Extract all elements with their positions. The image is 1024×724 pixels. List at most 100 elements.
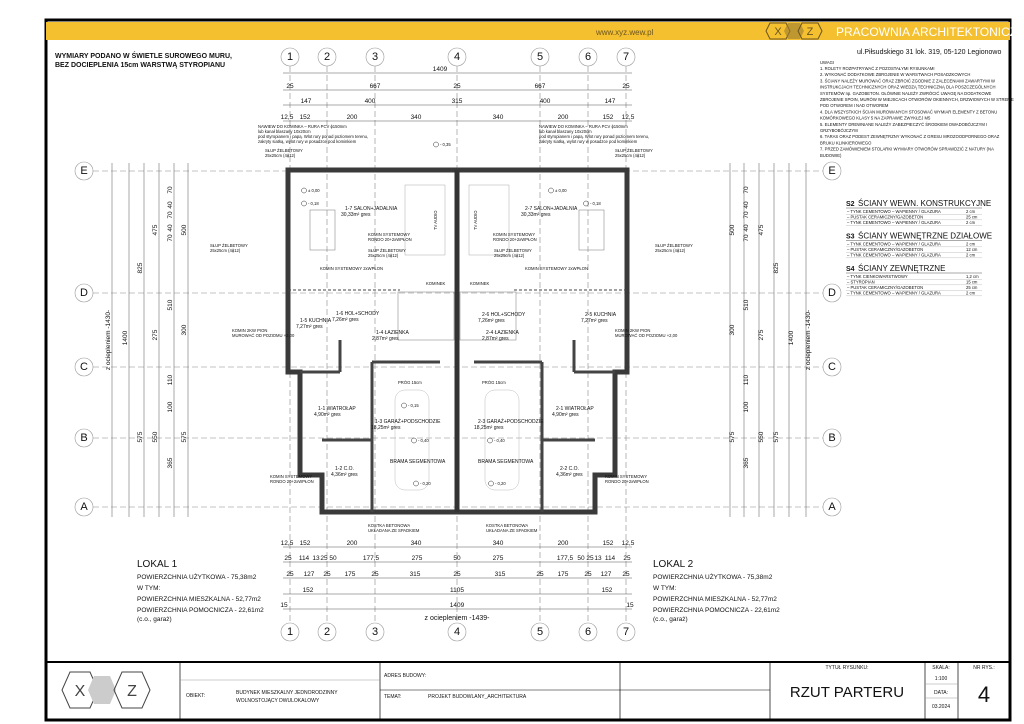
wall-type-title: ŚCIANY ZEWNĘTRZNE xyxy=(858,264,945,273)
dimension-label: 575 xyxy=(137,431,144,442)
level-label: ± 0,00 xyxy=(308,188,320,193)
column-note: 25x25cm (4ϕ12) xyxy=(494,253,525,258)
axis-label-2: 2 xyxy=(324,51,330,63)
sofa xyxy=(468,184,510,256)
dimension-label: 152 xyxy=(602,587,613,594)
room-area: 4,36m² gres xyxy=(331,472,358,478)
dimension-label: 1105 xyxy=(450,587,464,594)
axis-label-3: 3 xyxy=(372,626,378,638)
dimension-label: 25 xyxy=(623,555,631,562)
dimension-label: 25 xyxy=(323,571,331,578)
room-number: 1-7 xyxy=(345,206,352,212)
column-note: 25x25cm (4ϕ12) xyxy=(368,253,399,258)
scale-value: 1:100 xyxy=(935,676,948,682)
room-number: 2-7 xyxy=(525,206,532,212)
chimney-rondo-note: KOMIN SYSTEMOWY xyxy=(270,474,312,479)
axis-label-D: D xyxy=(828,287,836,299)
column-note: 25x25cm (4ϕ12) xyxy=(265,153,296,158)
wall-layer-thickness: 25 cm xyxy=(966,215,978,220)
threshold-label: PRÓG 15cm xyxy=(482,380,506,385)
note-line: SYSTEMÓW np. GAZOBETON. GŁÓWNIE NALEŻY Z… xyxy=(820,91,992,96)
unit-title: LOKAL 2 xyxy=(653,559,694,570)
axis-bubble xyxy=(74,161,94,181)
dimension-label: 500 xyxy=(729,224,736,235)
room-label: 2-1 WIATROŁAP xyxy=(556,406,594,412)
room-area: 18,25m² gres xyxy=(474,425,504,431)
wall-layer-name: – TYNK CEMENTOWO – WAPIENNY / GLAZURA xyxy=(847,209,941,214)
dimension-label: 25 xyxy=(371,571,379,578)
air-inlet-note: lub kanał blaszany 10x20cm xyxy=(258,129,311,134)
room-number: 2-6 xyxy=(482,312,489,318)
wall-layer-thickness: 2 cm xyxy=(966,253,976,258)
note-line: 1. ROLETY ROZPATRYWAĆ Z POZOSTAŁYMI RYSU… xyxy=(820,66,935,71)
dimension-label: 365 xyxy=(167,457,174,468)
dimension-label: 340 xyxy=(493,540,504,547)
chimney-rondo-note: RONDO 20+2xWPŁON xyxy=(368,237,412,242)
room-area: 30,33m² gres xyxy=(521,212,551,218)
room-number: 2-1 xyxy=(556,406,563,412)
annotations: NAWIEW DO KOMINKA – RURA PCV ϕ150mm NAWIE… xyxy=(210,124,693,533)
drawing-title: RZUT PARTERU xyxy=(790,684,904,701)
room-area: 4,90m² gres xyxy=(552,412,579,418)
axis-bubble xyxy=(822,283,842,303)
axis-bubble xyxy=(74,357,94,377)
header-band xyxy=(46,22,1010,40)
room-label: 2-7 SALON+JADALNIA xyxy=(525,206,578,212)
dimension-label: 25 xyxy=(584,571,592,578)
axis-label-A: A xyxy=(80,501,88,513)
header-logo: X Z xyxy=(765,22,823,40)
sofa xyxy=(404,184,446,256)
wall-type-code: S4 xyxy=(846,266,855,273)
air-inlet-note: NAWIEW DO KOMINKA – RURA PCV ϕ150mm xyxy=(539,124,628,129)
notes-title: UWAGI xyxy=(820,60,834,65)
chimney-rondo-note: RONDO 20+2xWPŁON xyxy=(605,479,649,484)
wall-layer-thickness: 2 cm xyxy=(966,291,976,296)
dimension-label: 25 xyxy=(586,555,594,562)
paving-note: UKŁADANA ZE SPADKIEM xyxy=(486,528,538,533)
axis-label-1: 1 xyxy=(287,51,293,63)
axis-bubble xyxy=(822,357,842,377)
column-note: SŁUP ŻELBETOWY xyxy=(210,243,248,248)
dimension-label: 550 xyxy=(758,431,765,442)
level-label: - 0,18 xyxy=(308,201,319,206)
dimension-label: 400 xyxy=(365,98,376,105)
room-number: 2-2 xyxy=(560,466,567,472)
usable-area: POWIERZCHNIA UŻYTKOWA - 75,38m2 xyxy=(653,572,773,581)
dimension-label: 667 xyxy=(535,83,546,90)
chimney-rondo-note: KOMIN SYSTEMOWY xyxy=(368,232,410,237)
dimension-label: 1409 xyxy=(433,66,448,73)
company-name: PRACOWNIA ARCHITEKTONICZNA xyxy=(836,25,1024,39)
room-label: 1-3 GARAŻ+PODSCHODZIE xyxy=(375,418,441,425)
dimension-label: 475 xyxy=(152,224,159,235)
level-label: - 0,15 xyxy=(408,403,419,408)
room-number: 2-5 xyxy=(585,312,592,318)
room-name: WIATROŁAP xyxy=(565,406,595,412)
axis-bubble xyxy=(317,47,337,67)
axis-bubble xyxy=(822,497,842,517)
dimension-label: 575 xyxy=(773,431,780,442)
level-marker-icon xyxy=(413,480,419,487)
axis-label-C: C xyxy=(80,361,88,373)
wall-type-title: ŚCIANY WEWNĘTRZNE DZIAŁOWE xyxy=(858,232,992,241)
dimension-total-insulated: z ociepleniem -1439- xyxy=(425,615,491,622)
logo-letter-x: X xyxy=(75,683,86,700)
logo-letter-x: X xyxy=(774,26,782,38)
axis-bubble xyxy=(365,47,385,67)
dimension-label: 275 xyxy=(758,329,765,340)
room-number: 1-4 xyxy=(376,330,383,336)
dimension-label: 70 xyxy=(167,186,174,194)
dimension-label: 1409 xyxy=(450,602,465,609)
dimension-label: 12,5 xyxy=(281,540,294,547)
dimension-label: 300 xyxy=(729,324,736,335)
dimension-label: 825 xyxy=(773,262,780,273)
air-inlet-note: NAWIEW DO KOMINKA – RURA PCV ϕ150mm xyxy=(258,124,347,129)
chimney-2kw-note: KOMIN 2KW PION xyxy=(232,328,267,333)
axis-bubble xyxy=(822,161,842,181)
drawing-title-label: TYTUŁ RYSUNKU: xyxy=(826,665,869,671)
wall-layer-thickness: 1,2 cm xyxy=(966,274,979,279)
